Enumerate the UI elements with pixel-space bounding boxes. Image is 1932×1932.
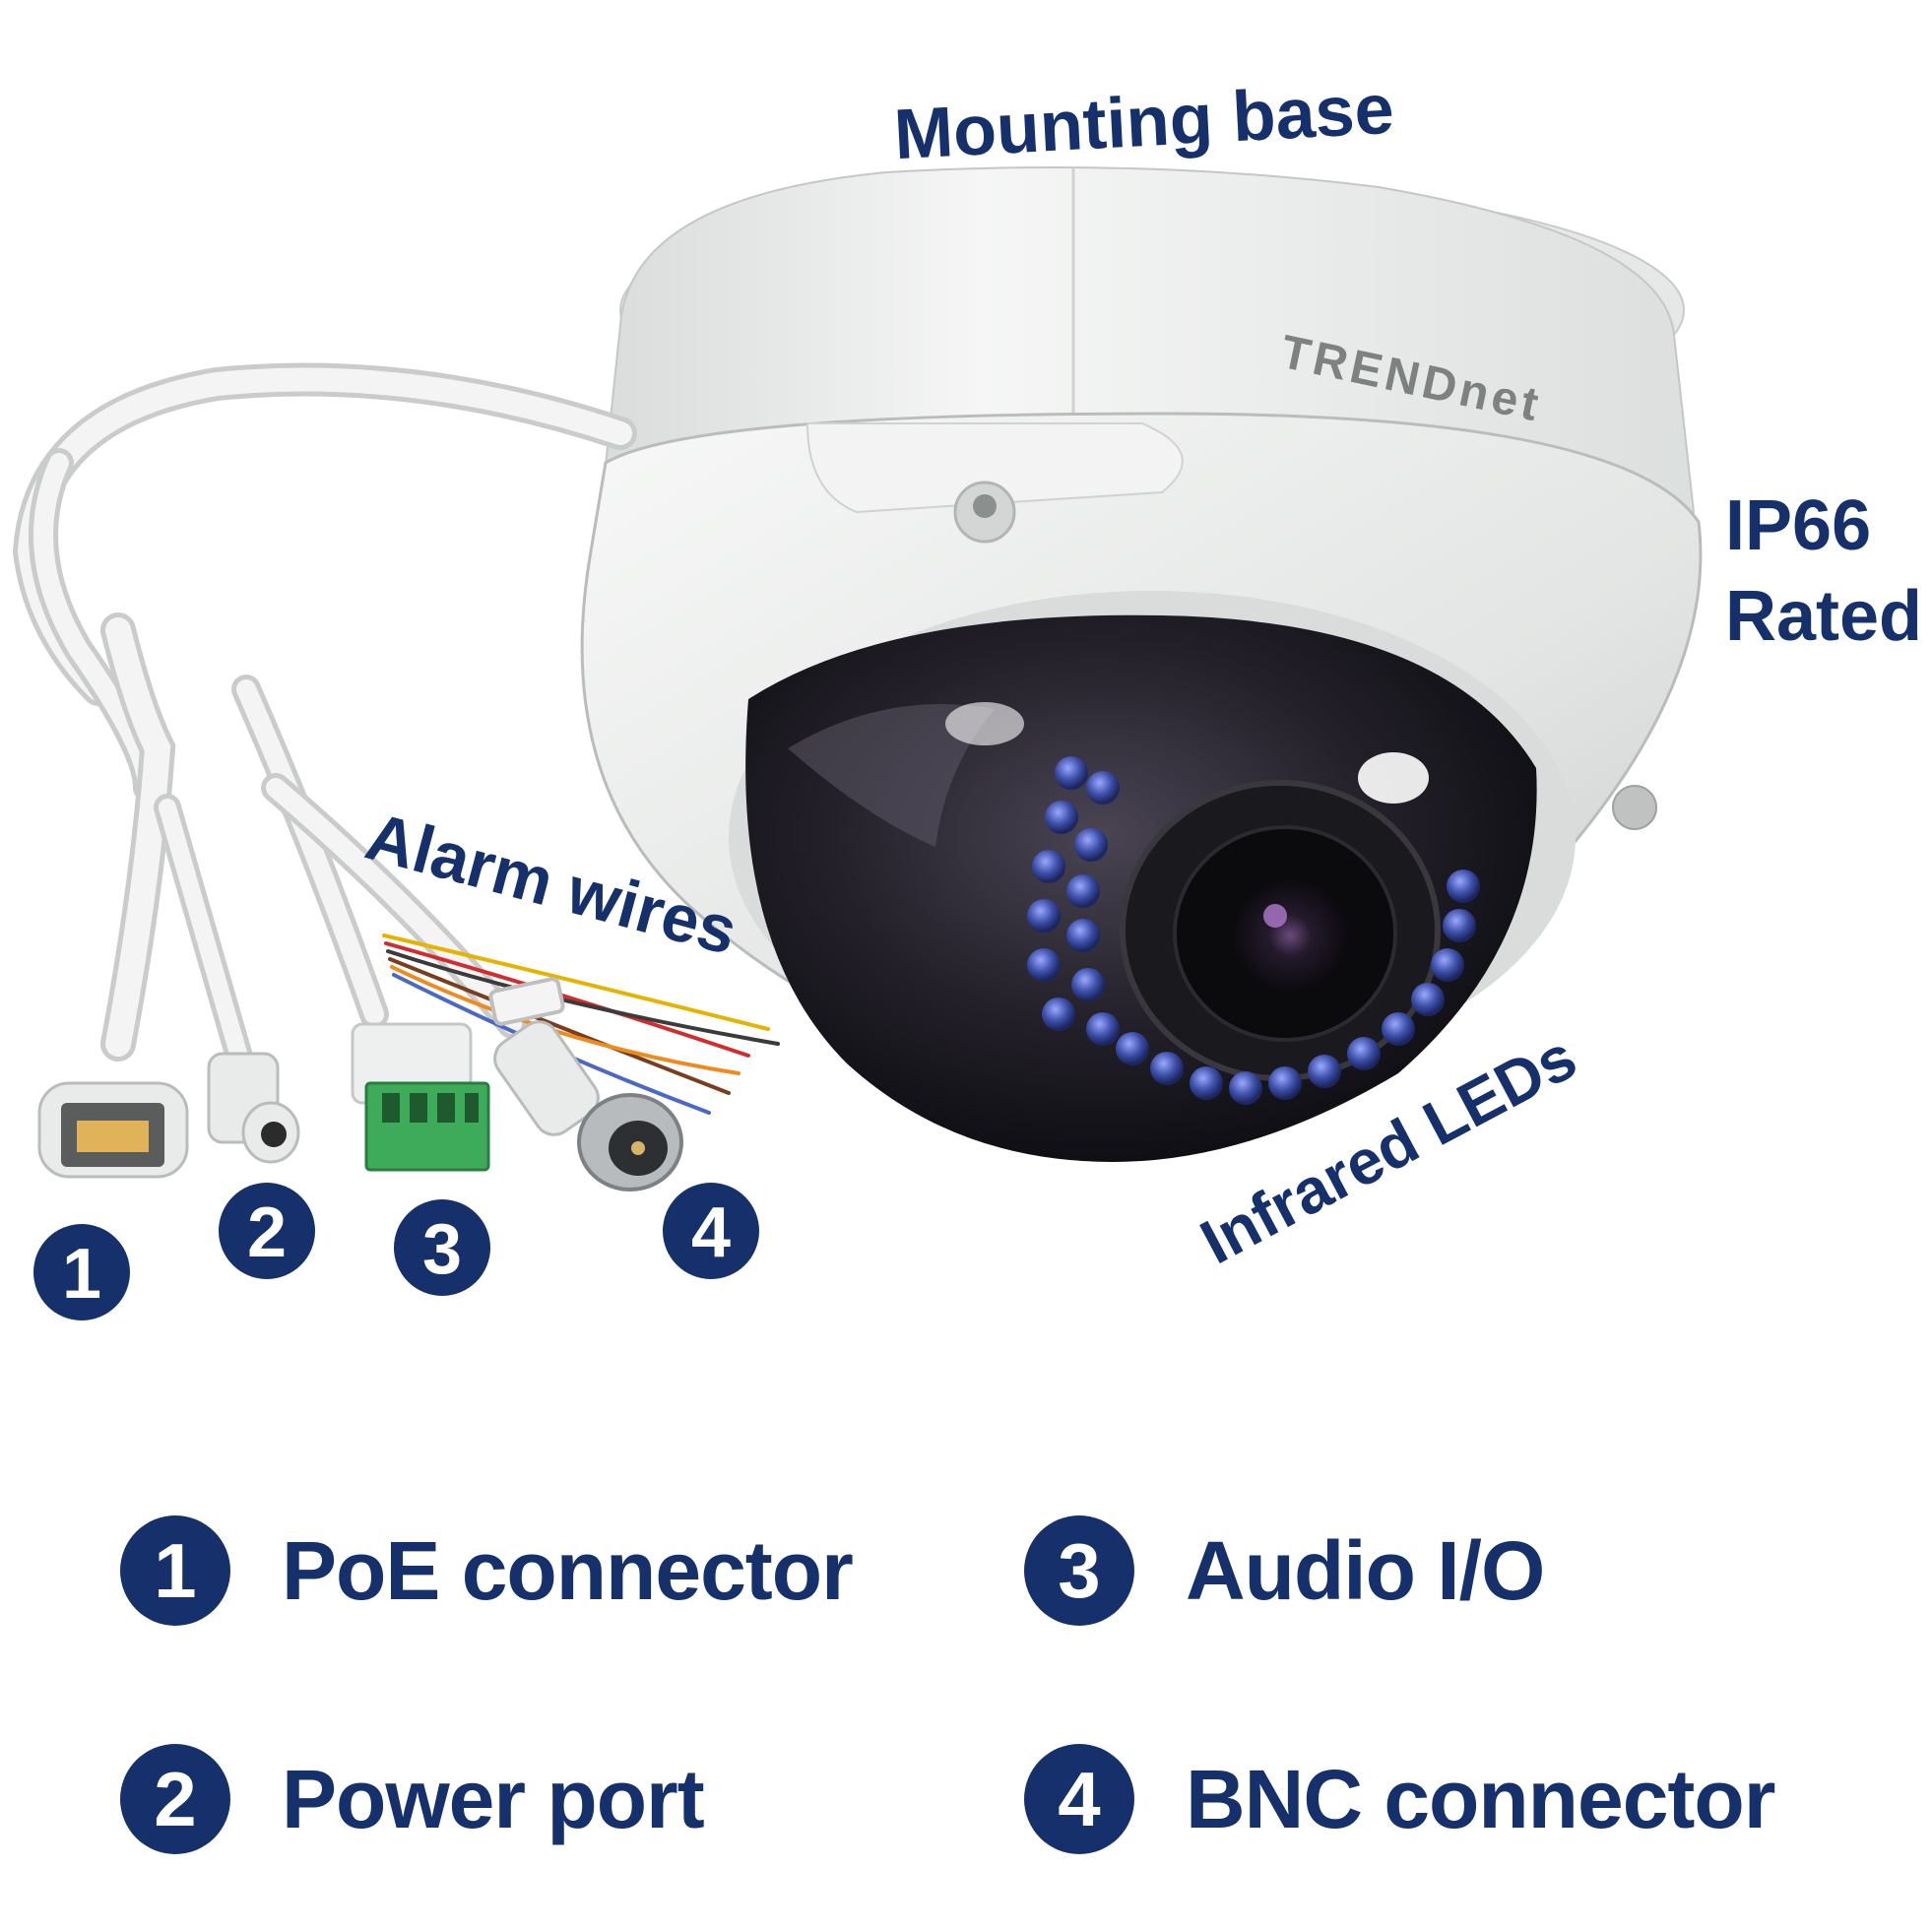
legend-badge-1: 1 bbox=[120, 1515, 230, 1626]
breakout-cables bbox=[100, 612, 527, 1077]
label-mounting-base: Mounting base bbox=[892, 70, 1395, 174]
camera-cable bbox=[12, 362, 637, 803]
legend-label-3: Audio I/O bbox=[1186, 1523, 1545, 1617]
svg-text:3: 3 bbox=[422, 1210, 462, 1289]
legend-label-2: Power port bbox=[282, 1752, 705, 1845]
badge-3: 3 bbox=[394, 1199, 490, 1296]
poe-connector-jack bbox=[37, 1081, 189, 1179]
svg-text:4: 4 bbox=[691, 1193, 731, 1272]
badge-4: 4 bbox=[663, 1183, 759, 1279]
legend-badge-3: 3 bbox=[1024, 1515, 1134, 1626]
bnc-connector-jack bbox=[493, 1020, 683, 1191]
svg-text:1: 1 bbox=[62, 1235, 101, 1314]
label-rated: Rated bbox=[1725, 577, 1922, 656]
alarm-wire-bundle bbox=[382, 934, 780, 1115]
audio-terminal-block bbox=[351, 1022, 490, 1172]
infrared-led-array bbox=[1027, 756, 1480, 1105]
svg-text:2: 2 bbox=[247, 1193, 287, 1272]
legend-label-1: PoE connector bbox=[282, 1523, 854, 1617]
legend-label-4: BNC connector bbox=[1186, 1752, 1775, 1845]
badge-2: 2 bbox=[219, 1183, 315, 1279]
legend-badge-4: 4 bbox=[1024, 1744, 1134, 1854]
legend-item-bnc-connector: 4 BNC connector bbox=[1024, 1740, 1775, 1858]
power-port-jack bbox=[207, 1052, 300, 1164]
label-ip66: IP66 bbox=[1725, 486, 1871, 565]
legend-badge-2: 2 bbox=[120, 1744, 230, 1854]
legend-item-audio-io: 3 Audio I/O bbox=[1024, 1512, 1545, 1630]
camera-lens bbox=[1120, 780, 1441, 1081]
legend-item-power-port: 2 Power port bbox=[120, 1740, 705, 1858]
legend-item-poe-connector: 1 PoE connector bbox=[120, 1512, 854, 1630]
badge-1: 1 bbox=[33, 1224, 130, 1320]
